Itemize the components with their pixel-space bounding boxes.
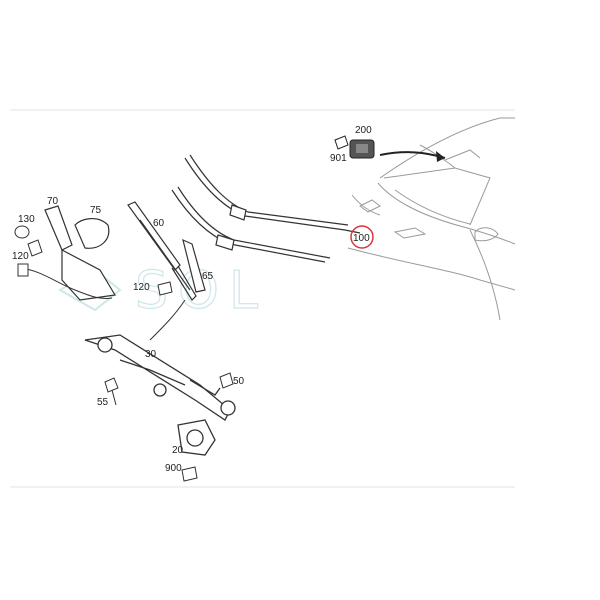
part-label-75: 75 — [90, 205, 102, 216]
bolt-part-50 — [219, 372, 234, 389]
wiper-arm-left — [44, 205, 116, 301]
washer-nozzle-part — [334, 135, 375, 159]
part-label-50: 50 — [233, 376, 245, 387]
part-label-55: 55 — [97, 397, 109, 408]
grommet-part-left — [27, 239, 43, 257]
car-outline — [347, 117, 516, 321]
wiper-blade-lower — [171, 186, 331, 263]
wiper-linkage — [84, 334, 236, 421]
connector-plug-part — [181, 466, 198, 482]
cable-part-left — [17, 263, 113, 299]
part-label-130: 130 — [18, 214, 35, 225]
part-label-901: 901 — [330, 153, 347, 164]
part-label-120-left: 120 — [12, 251, 29, 262]
pointer-arrow — [379, 151, 446, 162]
part-label-120-right: 120 — [133, 282, 150, 293]
part-label-30: 30 — [145, 349, 157, 360]
part-label-70: 70 — [47, 196, 59, 207]
part-label-200: 200 — [355, 125, 372, 136]
part-label-60: 60 — [153, 218, 165, 229]
wiper-arm-right — [127, 201, 206, 301]
part-label-900: 900 — [165, 463, 182, 474]
wiper-blade-upper — [184, 154, 361, 234]
wiper-motor — [177, 419, 216, 456]
part-label-65: 65 — [202, 271, 214, 282]
cap-nut-part — [14, 225, 30, 239]
bolt-part-55 — [104, 377, 119, 406]
highlight-circle — [350, 225, 374, 249]
part-label-20: 20 — [172, 445, 184, 456]
part-label-100: 100 — [353, 233, 370, 244]
cable-part-right — [149, 281, 186, 341]
